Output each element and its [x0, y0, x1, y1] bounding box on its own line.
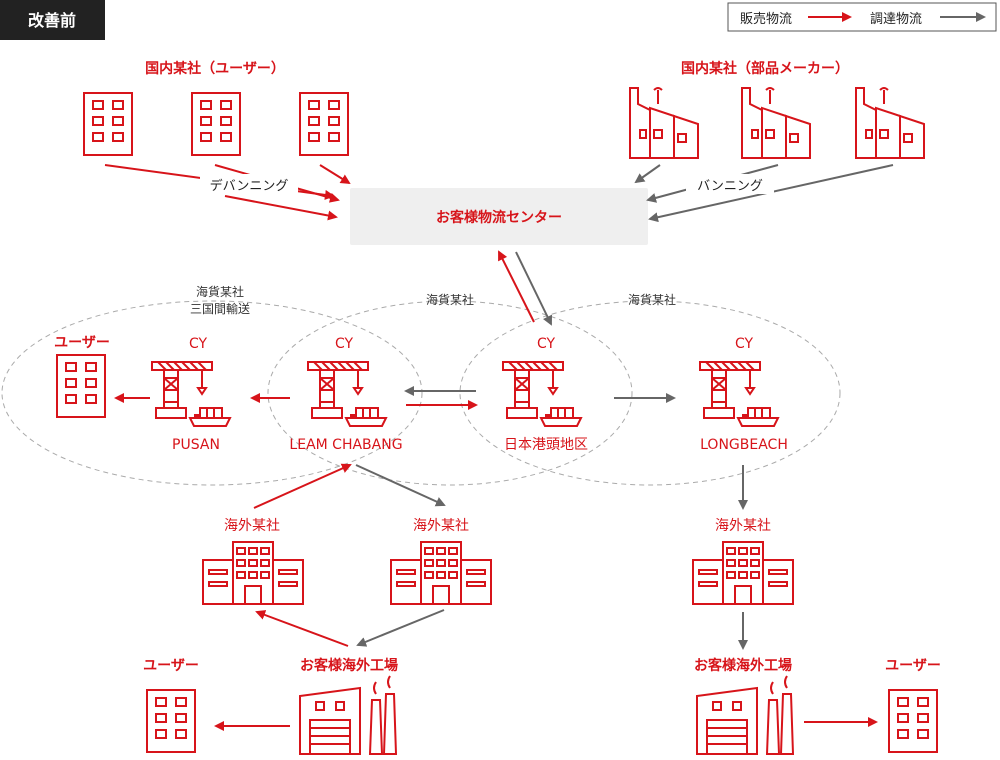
legend-sales-label: 販売物流: [740, 11, 792, 27]
office-building-icon: [146, 689, 196, 753]
legend-procurement-label: 調達物流: [870, 12, 922, 27]
arrow-user-to-center-4: [224, 195, 338, 221]
devanning-label: デバンニング: [210, 178, 289, 194]
office-building-icon: [299, 92, 349, 156]
arrow-overseas1-to-leam: [253, 463, 352, 509]
corporate-building-icon: [692, 541, 794, 605]
factory-icon: [629, 87, 699, 159]
carrier-zone-right: [459, 300, 841, 486]
carrier-right-label: 海貨某社: [628, 292, 676, 307]
office-building-icon: [56, 354, 106, 418]
carrier-mid-label: 海貨某社: [426, 292, 474, 307]
cy-label-pusan: CY: [189, 336, 208, 352]
port-crane-icon: [151, 361, 231, 427]
port-leam-chabang-label: LEAM CHABANG: [289, 437, 402, 453]
factory-icon: [299, 675, 397, 755]
factory-icon: [696, 675, 794, 755]
domestic-parts-label: 国内某社（部品メーカー）: [681, 60, 849, 77]
devanning-label-bg: [200, 174, 298, 194]
office-building-icon: [83, 92, 133, 156]
arrow-leam-to-overseas2: [355, 464, 446, 507]
corporate-building-icon: [390, 541, 492, 605]
arrow-overseas2-to-factory: [356, 609, 445, 647]
overseas-factory-2-label: お客様海外工場: [694, 657, 792, 674]
overseas-company-1-label: 海外某社: [224, 518, 280, 534]
cy-label-longbeach: CY: [735, 336, 754, 352]
badge-bg: [0, 0, 105, 40]
user-label-bottom-right: ユーザー: [885, 658, 941, 674]
port-japan-label: 日本港頭地区: [504, 437, 588, 453]
arrow-user-to-center-3: [319, 164, 351, 185]
arrow-maker-to-center-1: [634, 164, 661, 184]
arrow-factory-to-overseas1: [255, 610, 349, 647]
vanning-label: バンニング: [697, 179, 763, 194]
carrier-left-label-2: 三国間輸送: [190, 301, 250, 316]
factory-icon: [855, 87, 925, 159]
carrier-left-label-1: 海貨某社: [196, 284, 244, 299]
port-crane-icon: [699, 361, 779, 427]
factory-icon: [741, 87, 811, 159]
port-pusan-label: PUSAN: [172, 437, 220, 453]
carrier-zone-mid: [267, 300, 633, 486]
cy-label-leam-chabang: CY: [335, 336, 354, 352]
legend: 販売物流 調達物流: [727, 2, 997, 32]
office-building-icon: [191, 92, 241, 156]
arrow-port-to-center: [498, 250, 535, 323]
user-label-bottom-left: ユーザー: [143, 658, 199, 674]
logistics-center-label: お客様物流センター: [436, 209, 562, 226]
user-label-pusan: ユーザー: [54, 335, 110, 351]
carrier-zone-left: [1, 300, 423, 486]
corporate-building-icon: [202, 541, 304, 605]
logistics-center-box: [350, 188, 648, 245]
overseas-company-3-label: 海外某社: [715, 518, 771, 534]
domestic-users-label: 国内某社（ユーザー）: [145, 60, 285, 77]
port-longbeach-label: LONGBEACH: [700, 437, 788, 453]
office-building-icon: [888, 689, 938, 753]
port-crane-icon: [502, 361, 582, 427]
badge-label: 改善前: [28, 11, 76, 30]
arrow-center-to-port: [515, 251, 552, 326]
overseas-factory-1-label: お客様海外工場: [300, 657, 398, 674]
port-crane-icon: [307, 361, 387, 427]
overseas-company-2-label: 海外某社: [413, 518, 469, 534]
cy-label-japan: CY: [537, 336, 556, 352]
vanning-label-bg: [686, 174, 774, 194]
